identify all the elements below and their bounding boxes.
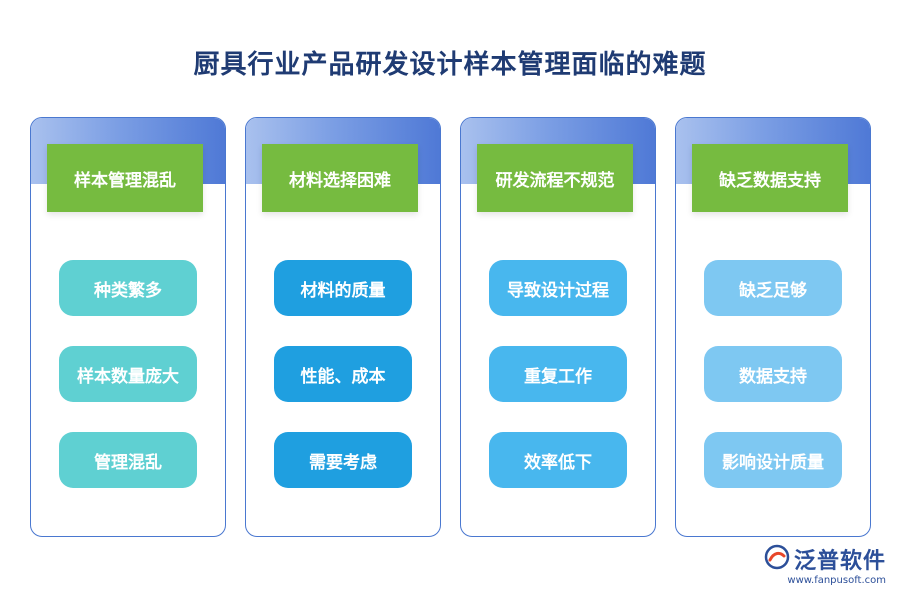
column-header: 材料选择困难 <box>262 144 418 212</box>
column-header: 缺乏数据支持 <box>692 144 848 212</box>
column-item: 需要考虑 <box>274 432 412 488</box>
column-item: 管理混乱 <box>59 432 197 488</box>
column-item: 材料的质量 <box>274 260 412 316</box>
column-item: 重复工作 <box>489 346 627 402</box>
column-header: 样本管理混乱 <box>47 144 203 212</box>
column-data-support: 缺乏数据支持 缺乏足够 数据支持 影响设计质量 <box>675 117 871 537</box>
column-item: 缺乏足够 <box>704 260 842 316</box>
column-material-selection: 材料选择困难 材料的质量 性能、成本 需要考虑 <box>245 117 441 537</box>
fanpu-logo-icon <box>764 544 790 574</box>
column-item: 数据支持 <box>704 346 842 402</box>
column-item: 种类繁多 <box>59 260 197 316</box>
brand-url: www.fanpusoft.com <box>787 575 886 586</box>
column-rd-process: 研发流程不规范 导致设计过程 重复工作 效率低下 <box>460 117 656 537</box>
column-sample-management: 样本管理混乱 种类繁多 样本数量庞大 管理混乱 <box>30 117 226 537</box>
column-header: 研发流程不规范 <box>477 144 633 212</box>
column-item: 导致设计过程 <box>489 260 627 316</box>
page-title: 厨具行业产品研发设计样本管理面临的难题 <box>193 50 707 80</box>
column-item: 效率低下 <box>489 432 627 488</box>
brand-logo: 泛普软件 www.fanpusoft.com <box>764 543 886 586</box>
column-item: 样本数量庞大 <box>59 346 197 402</box>
column-item: 影响设计质量 <box>704 432 842 488</box>
column-item: 性能、成本 <box>274 346 412 402</box>
brand-name: 泛普软件 <box>793 549 886 574</box>
